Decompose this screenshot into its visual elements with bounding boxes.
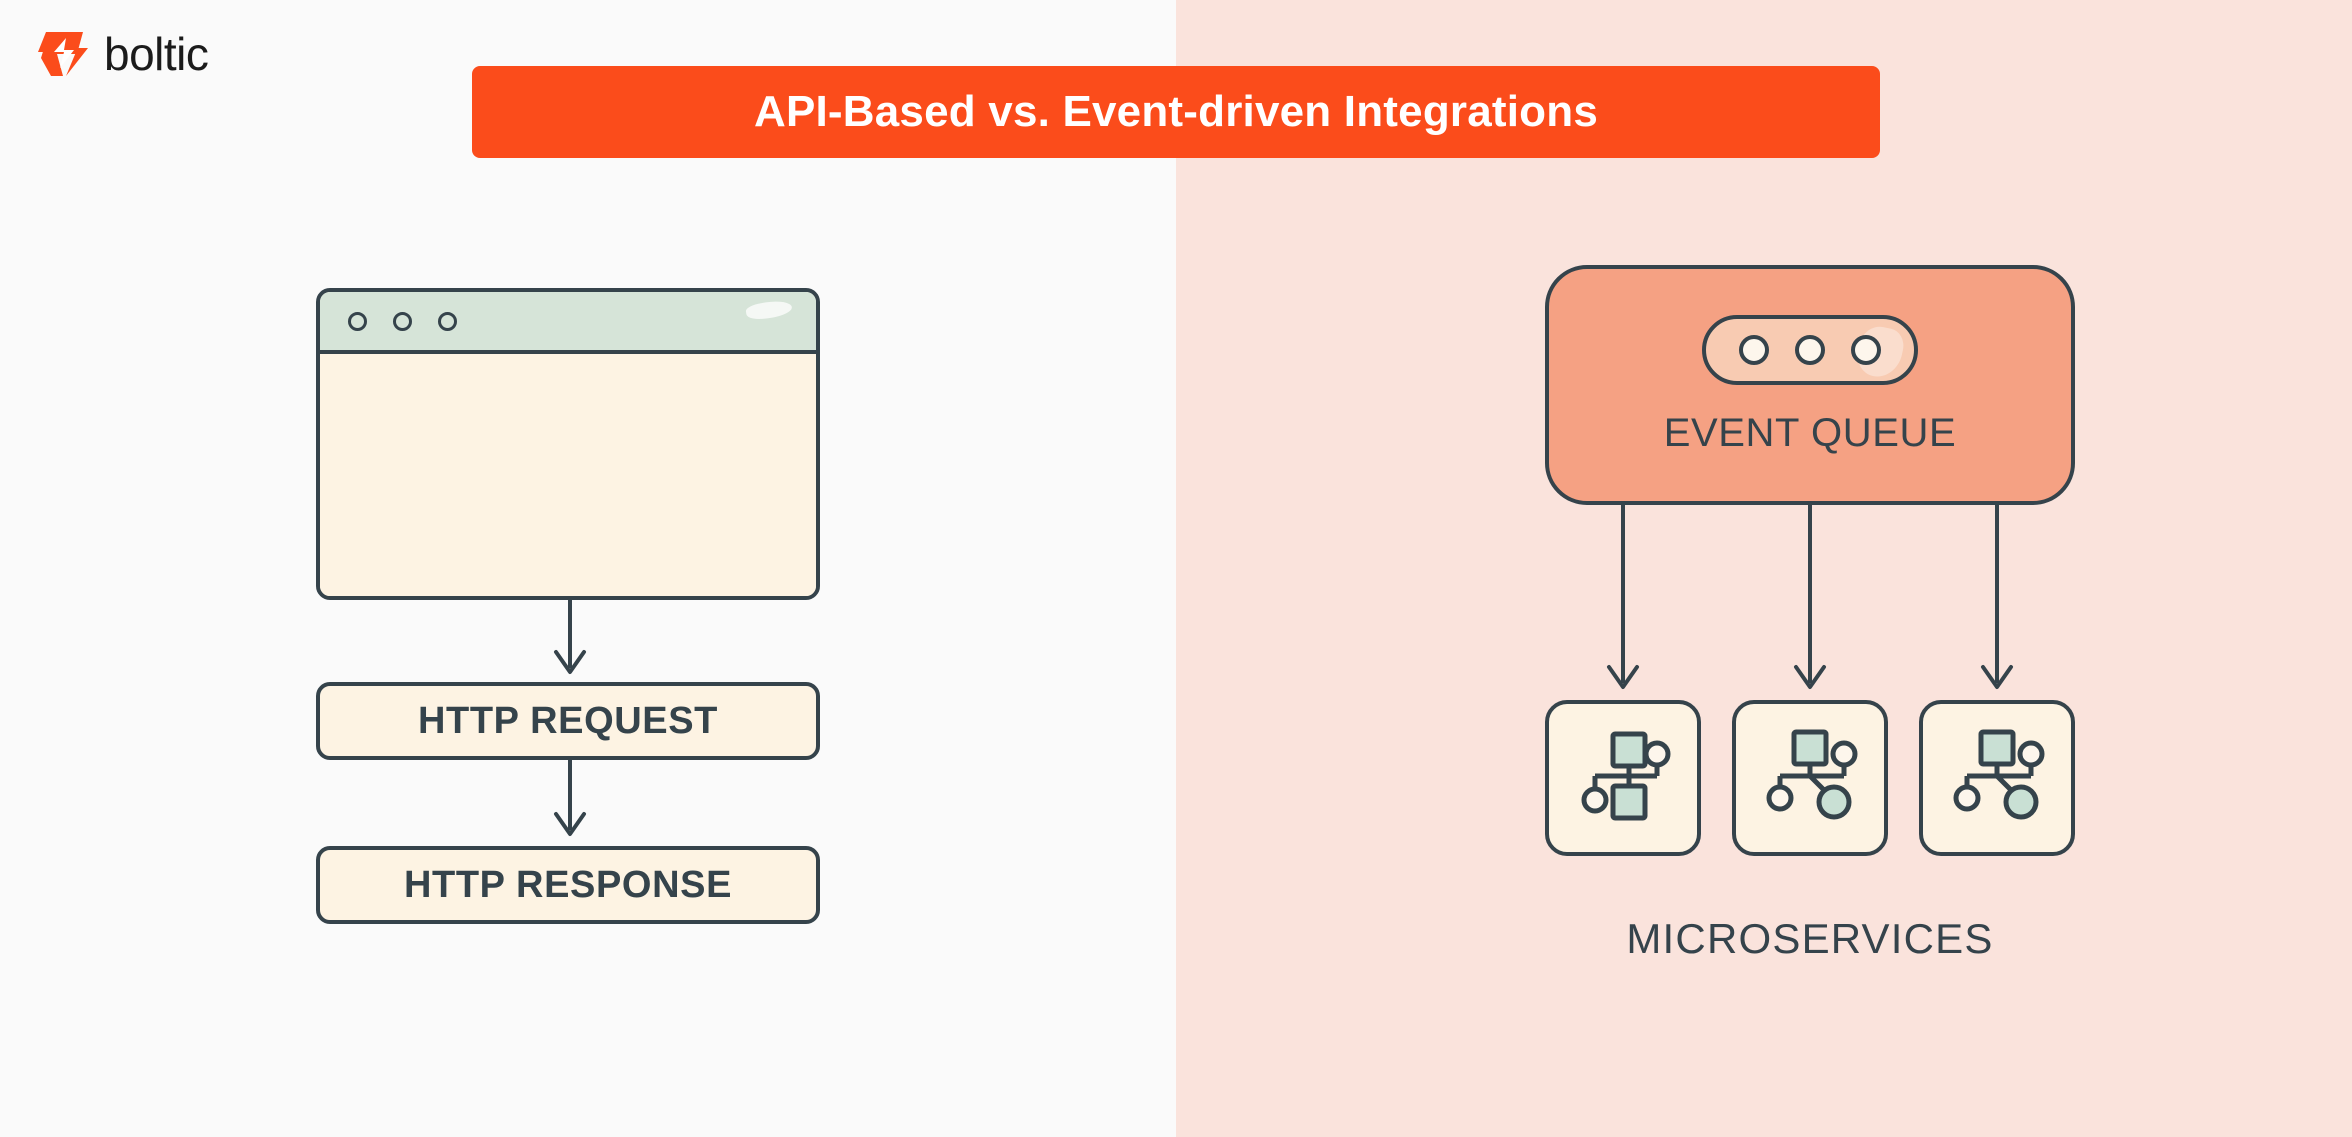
network-topology-icon (1758, 724, 1862, 833)
event-queue-box: EVENT QUEUE (1545, 265, 2075, 505)
browser-dot-2 (393, 311, 412, 331)
browser-window-icon (316, 288, 820, 600)
network-topology-icon (1571, 724, 1675, 833)
queue-dot-1 (1739, 335, 1769, 365)
arrow-queue-to-service-3 (1981, 503, 2013, 689)
browser-content-area (320, 354, 816, 596)
right-panel-background (1176, 0, 2352, 1137)
http-request-label: HTTP REQUEST (418, 699, 718, 742)
arrow-queue-to-service-1 (1607, 503, 1639, 689)
title-banner: API-Based vs. Event-driven Integrations (472, 66, 1880, 158)
brand-name: boltic (104, 28, 209, 80)
brand-logo[interactable]: boltic (36, 28, 209, 80)
http-request-box: HTTP REQUEST (316, 682, 820, 760)
http-response-label: HTTP RESPONSE (403, 863, 733, 906)
queue-dot-2 (1795, 335, 1825, 365)
queue-dot-3 (1851, 335, 1881, 365)
microservices-label: MICROSERVICES (1626, 915, 1994, 962)
browser-dot-3 (438, 311, 457, 331)
boltic-bolt-icon (36, 28, 90, 80)
browser-glare (745, 298, 793, 322)
event-queue-label: EVENT QUEUE (1663, 411, 1957, 455)
microservice-card-3 (1919, 700, 2075, 856)
network-topology-icon (1945, 724, 2049, 833)
page-title: API-Based vs. Event-driven Integrations (753, 87, 1598, 136)
queue-pill-icon (1702, 315, 1918, 385)
microservice-card-1 (1545, 700, 1701, 856)
arrow-request-to-response (554, 758, 586, 836)
arrow-queue-to-service-2 (1794, 503, 1826, 689)
browser-titlebar (320, 292, 816, 354)
browser-dot-1 (348, 311, 367, 331)
arrow-browser-to-request (554, 596, 586, 674)
http-response-box: HTTP RESPONSE (316, 846, 820, 924)
microservice-card-2 (1732, 700, 1888, 856)
